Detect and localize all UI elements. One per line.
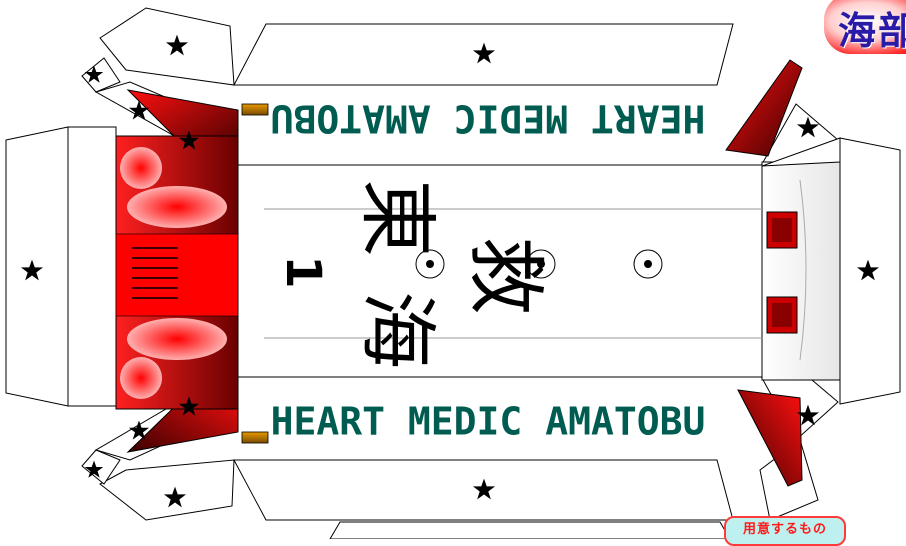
amber-lamp-top	[241, 103, 269, 116]
tail-center-panel	[115, 233, 239, 317]
corner-title: 海部	[824, 0, 906, 54]
materials-badge-label: 用意するもの	[742, 522, 827, 537]
tail-light-bottom	[120, 357, 162, 399]
top-left-flap	[99, 7, 235, 86]
top-right-red-panel	[725, 59, 803, 157]
roof-kanji-2: 東	[352, 179, 442, 257]
amber-lamp-bottom	[241, 431, 269, 444]
roof-kanji-3: 救	[460, 237, 550, 315]
tail-light-top	[120, 147, 162, 189]
bottom-left-flap	[99, 459, 235, 521]
roof-number: 1	[275, 255, 331, 288]
corner-title-text: 海部	[838, 9, 906, 53]
roof-kanji-1: 海	[352, 291, 442, 369]
top-left-small-flap	[81, 57, 121, 93]
front-hood-top	[761, 137, 841, 167]
tail-lens-top	[127, 186, 227, 228]
tail-lens-bottom	[127, 318, 227, 360]
side-label-top: HEART MEDIC AMATOBU	[271, 97, 706, 141]
left-body-strip	[67, 126, 117, 407]
bottom-right-red-panel	[737, 389, 803, 487]
front-window-panel	[761, 161, 841, 381]
materials-badge[interactable]: 用意するもの	[724, 516, 846, 546]
rear-end-flap	[5, 126, 69, 407]
side-label-bottom: HEART MEDIC AMATOBU	[271, 400, 706, 444]
